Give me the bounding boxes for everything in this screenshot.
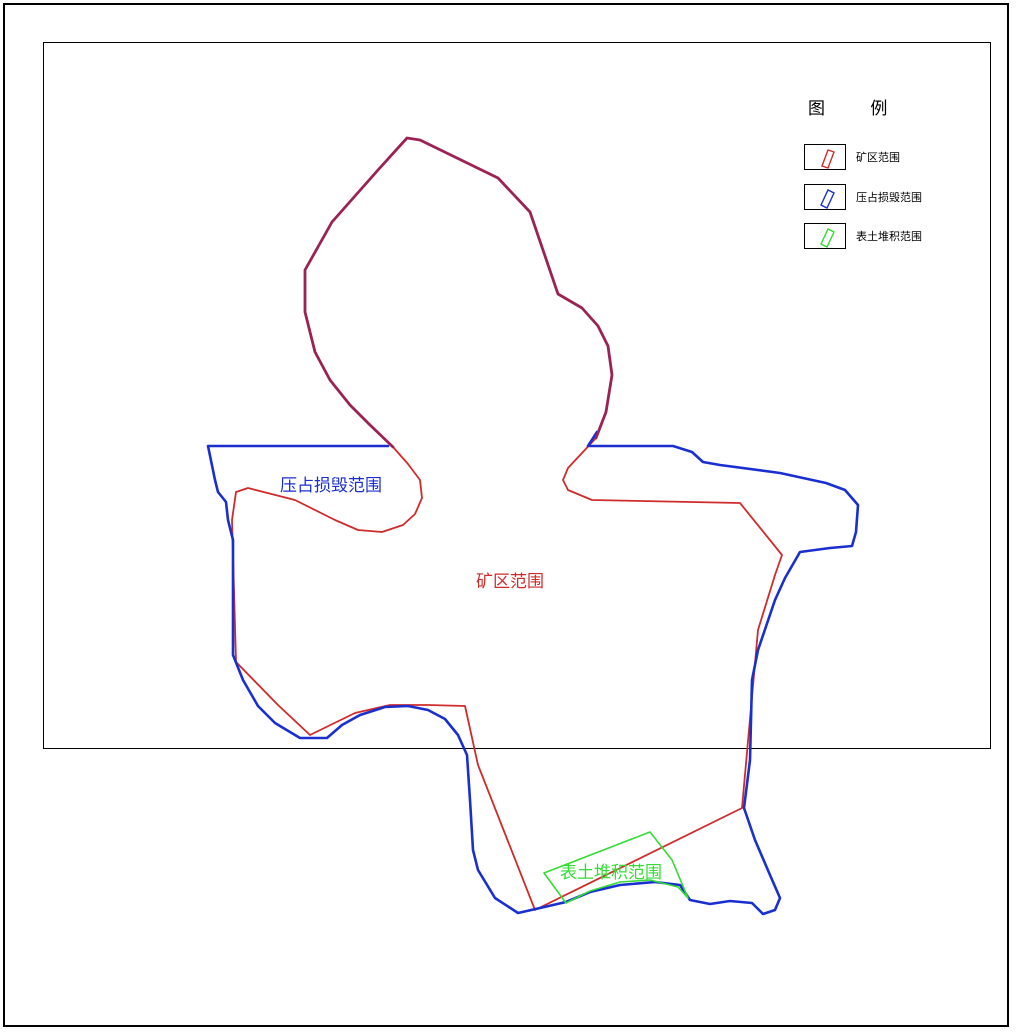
- topsoil-stockpile-swatch-icon: [804, 223, 846, 249]
- occupation-damage-swatch-icon: [804, 184, 846, 210]
- legend-item-occupation-damage: 压占损毁范围: [804, 184, 974, 214]
- topsoil-stockpile-boundary[interactable]: [543, 831, 689, 904]
- legend-label-mining-area: 矿区范围: [856, 151, 900, 164]
- legend-label-topsoil-stockpile: 表土堆积范围: [856, 230, 922, 243]
- legend-title: 图 例: [808, 99, 908, 119]
- occupation-damage-label: 压占损毁范围: [280, 476, 382, 496]
- legend-item-topsoil-stockpile: 表土堆积范围: [804, 223, 974, 253]
- legend-label-occupation-damage: 压占损毁范围: [856, 191, 922, 204]
- topsoil-stockpile-label: 表土堆积范围: [560, 863, 662, 883]
- mining-area-swatch-icon: [804, 144, 846, 170]
- mining-area-label: 矿区范围: [476, 572, 544, 592]
- map-inner-frame: [43, 42, 991, 749]
- map-outer-frame: [3, 3, 1009, 1027]
- overlap-boundary: [303, 136, 614, 449]
- legend-item-mining-area: 矿区范围: [804, 144, 974, 174]
